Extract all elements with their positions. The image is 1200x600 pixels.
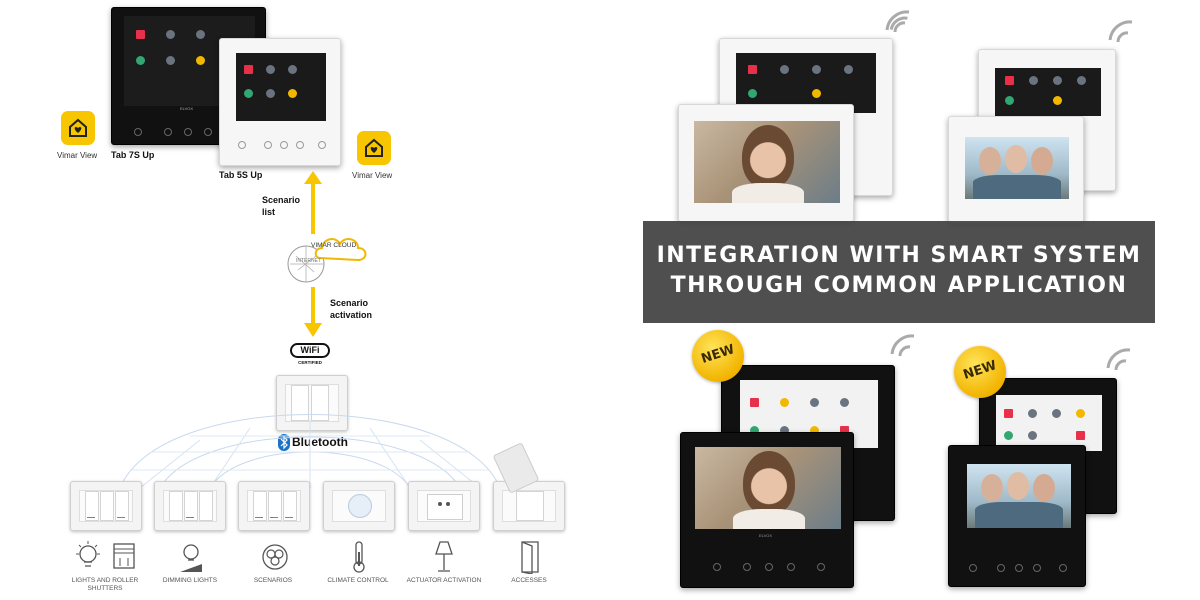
new-badge-text: NEW (699, 342, 737, 367)
white-monitor-front-small (948, 116, 1084, 224)
function-label-scenarios: SCENARIOS (253, 577, 293, 584)
function-label-climate: CLIMATE CONTROL (327, 577, 389, 584)
monitor-menu-screen (736, 53, 876, 113)
thermometer-icon (353, 541, 365, 573)
black-monitor-front: ELVOX (680, 432, 854, 588)
headline-banner: INTEGRATION WITH SMART SYSTEM THROUGH CO… (643, 221, 1155, 323)
vimar-view-app-icon (61, 111, 95, 145)
banner-line-2: THROUGH COMMON APPLICATION (670, 273, 1128, 298)
wifi-signal-icon (1106, 348, 1131, 371)
internet-label: INTERNET (296, 258, 321, 264)
cloud-label: VIMAR CLOUD (311, 242, 357, 249)
wifi-signal-icon (885, 10, 910, 33)
scenarios-device (238, 481, 310, 531)
video-call-woman-image-2 (695, 447, 841, 529)
function-label-accesses: ACCESSES (511, 577, 547, 584)
wifi-logo-word: WiFi (290, 343, 330, 358)
monitor-menu-screen-small (995, 68, 1101, 116)
cloud-icon (287, 238, 367, 283)
new-badge-text-2: NEW (961, 358, 999, 383)
bluetooth-mesh-network (119, 414, 501, 489)
video-call-friends-image-2 (967, 464, 1071, 528)
wifi-signal-icon (1108, 20, 1133, 43)
bulb-shutter-icon (76, 541, 135, 569)
function-label-lights: LIGHTS AND ROLLER SHUTTERS (71, 577, 139, 592)
vimar-view-label: Vimar View (57, 151, 98, 160)
wifi-signal-icon (890, 334, 915, 357)
tab-7s-label: Tab 7S Up (111, 150, 155, 160)
actuator-device (408, 481, 480, 531)
vimar-view-label-2: Vimar View (352, 171, 393, 180)
dimming-device (154, 481, 226, 531)
tab-5s-up-monitor (219, 38, 341, 166)
door-icon (521, 541, 539, 574)
down-arrow-icon (304, 287, 322, 337)
scenario-activation-label-1: Scenario (330, 298, 369, 308)
new-badge: NEW (692, 330, 744, 382)
up-arrow-icon (304, 171, 322, 234)
scenario-list-label-1: Scenario (262, 195, 301, 205)
function-label-actuator: ACTUATOR ACTIVATION (406, 577, 482, 584)
white-monitor-front (678, 104, 854, 222)
scenario-icon (262, 544, 288, 570)
bluetooth-label: Bluetooth (292, 435, 348, 449)
video-call-friends-image (965, 137, 1069, 199)
black-monitor-front-small (948, 445, 1086, 587)
tab-5s-label: Tab 5S Up (219, 170, 263, 180)
new-badge-2: NEW (954, 346, 1006, 398)
wifi-logo-certified: CERTIFIED (298, 360, 322, 365)
function-label-dimming: DIMMING LIGHTS (162, 577, 218, 584)
lights-shutters-device (70, 481, 142, 531)
climate-device (323, 481, 395, 531)
dimmer-icon (180, 544, 202, 572)
monitor-light-menu-screen-small (996, 395, 1102, 451)
tab-7s-brand: ELVOX (180, 106, 194, 111)
wifi-certified-logo: WiFi CERTIFIED (290, 343, 330, 369)
lamp-icon (435, 541, 453, 572)
banner-line-1: INTEGRATION WITH SMART SYSTEM (656, 243, 1142, 268)
vimar-view-app-icon-2 (357, 131, 391, 165)
scenario-list-label-2: list (262, 207, 276, 217)
monitor-brand: ELVOX (759, 533, 773, 538)
scenario-activation-label-2: activation (330, 310, 373, 320)
accesses-device (493, 481, 565, 531)
video-call-woman-image (694, 121, 840, 203)
gateway-device (276, 375, 348, 431)
tab-5s-screen (236, 53, 326, 121)
